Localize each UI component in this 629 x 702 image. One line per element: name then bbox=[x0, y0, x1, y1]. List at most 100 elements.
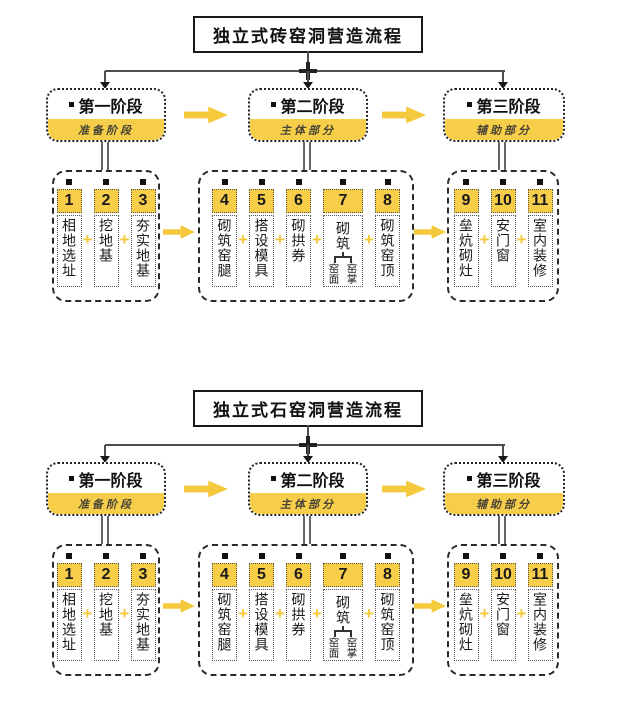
step-label-text: 砌筑窑腿 bbox=[216, 592, 233, 652]
step-number: 8 bbox=[375, 563, 400, 587]
step-label: 砌筑窑腿 bbox=[212, 215, 237, 287]
stage-sublabel: 主体部分 bbox=[250, 493, 366, 514]
stage-label: 第二阶段 bbox=[250, 464, 366, 493]
step-label: 相地选址 bbox=[56, 215, 82, 287]
step-label-text: 搭设模具 bbox=[253, 592, 270, 652]
plus-connector-icon: + bbox=[275, 604, 285, 623]
step-label-text: 垒炕砌灶 bbox=[458, 218, 474, 278]
step-label-text: 室内装修 bbox=[532, 218, 548, 278]
double-line-connector bbox=[101, 142, 109, 170]
step-label: 垒炕砌灶 bbox=[453, 215, 479, 287]
diagram-title: 独立式砖窑洞营造流程 bbox=[193, 16, 423, 53]
step-label: 夯实地基 bbox=[130, 215, 156, 287]
step-label-text: 垒炕砌灶 bbox=[458, 592, 474, 652]
step-number: 2 bbox=[93, 563, 119, 587]
plus-connector-icon: + bbox=[312, 604, 322, 623]
step-2: 2 挖地基 bbox=[93, 179, 119, 287]
title-connector-stem bbox=[307, 425, 309, 445]
bullet-square-icon bbox=[140, 179, 146, 185]
step-label: 相地选址 bbox=[56, 589, 82, 661]
stage-box-1: 第一阶段 准备阶段 bbox=[46, 462, 166, 516]
double-line-connector bbox=[303, 142, 311, 170]
step-label-text: 相地选址 bbox=[61, 592, 77, 652]
stage-label: 第三阶段 bbox=[445, 464, 563, 493]
step-label-text: 挖地基 bbox=[98, 218, 114, 263]
step-label-text: 相地选址 bbox=[61, 218, 77, 278]
step-label-text: 砌筑窑腿 bbox=[216, 218, 233, 278]
plus-connector-icon: + bbox=[238, 230, 248, 249]
step-label: 夯实地基 bbox=[130, 589, 156, 661]
fork-bracket-icon bbox=[332, 251, 354, 263]
stage-box-3: 第三阶段 辅助部分 bbox=[443, 462, 565, 516]
step-label: 垒炕砌灶 bbox=[453, 589, 479, 661]
stage-sublabel: 辅助部分 bbox=[445, 119, 563, 140]
step-label-text: 安门窗 bbox=[495, 592, 511, 637]
bullet-square-icon bbox=[271, 102, 277, 107]
bullet-square-icon bbox=[103, 553, 109, 559]
branch-drop-arrow-icon bbox=[303, 445, 313, 463]
bullet-square-icon bbox=[221, 179, 228, 185]
double-line-connector bbox=[498, 516, 506, 544]
bullet-square-icon bbox=[467, 102, 473, 107]
stage-label-text: 第一阶段 bbox=[78, 98, 143, 116]
step-label-text: 砌拱券 bbox=[290, 592, 307, 637]
plus-connector-icon: + bbox=[312, 230, 322, 249]
step-number: 5 bbox=[249, 563, 274, 587]
bullet-square-icon bbox=[295, 179, 302, 185]
bullet-square-icon bbox=[295, 553, 302, 559]
step-label-text: 砌拱券 bbox=[290, 218, 307, 263]
bullet-square-icon bbox=[463, 179, 469, 185]
step-label-text: 安门窗 bbox=[495, 218, 511, 263]
flow-arrow-icon bbox=[163, 225, 195, 239]
branch-label: 窑掌 bbox=[345, 636, 358, 658]
bullet-square-icon bbox=[500, 553, 506, 559]
step-number: 9 bbox=[453, 563, 479, 587]
step-label: 安门窗 bbox=[490, 589, 516, 661]
step-number: 9 bbox=[453, 189, 479, 213]
plus-connector-icon: + bbox=[82, 604, 93, 623]
plus-connector-icon: + bbox=[119, 230, 130, 249]
step-9: 9 垒炕砌灶 bbox=[453, 553, 479, 661]
plus-connector-icon: + bbox=[275, 230, 285, 249]
bullet-square-icon bbox=[537, 553, 543, 559]
step-label: 砌筑窑顶 bbox=[375, 215, 400, 287]
step-number: 4 bbox=[212, 563, 237, 587]
step-label: 搭设模具 bbox=[249, 589, 274, 661]
diagram-stone-flow: 独立式石窑洞营造流程 第一阶段 准备阶段 第二阶段 主体部分 第三阶段 bbox=[0, 374, 629, 702]
step-number: 4 bbox=[212, 189, 237, 213]
bullet-square-icon bbox=[340, 179, 346, 185]
bullet-square-icon bbox=[66, 179, 72, 185]
bullet-square-icon bbox=[537, 179, 543, 185]
step-number: 10 bbox=[490, 189, 516, 213]
stage-label-text: 第一阶段 bbox=[78, 472, 143, 490]
flow-arrow-icon bbox=[184, 106, 228, 124]
bullet-square-icon bbox=[103, 179, 109, 185]
branch-labels: 窑面窑掌 bbox=[327, 637, 360, 658]
step-label-text: 夯实地基 bbox=[135, 218, 151, 278]
title-connector-stem bbox=[307, 51, 309, 71]
step-number: 2 bbox=[93, 189, 119, 213]
step-label: 砌筑窑面窑掌 bbox=[323, 215, 363, 287]
flow-arrow-icon bbox=[382, 480, 426, 498]
bullet-square-icon bbox=[69, 102, 75, 107]
stage-label-text: 第三阶段 bbox=[476, 98, 541, 116]
step-label: 安门窗 bbox=[490, 215, 516, 287]
bullet-square-icon bbox=[221, 553, 228, 559]
step-number: 6 bbox=[286, 563, 311, 587]
step-number: 3 bbox=[130, 563, 156, 587]
branch-drop-arrow-icon bbox=[100, 445, 110, 463]
diagram-title: 独立式石窑洞营造流程 bbox=[193, 390, 423, 427]
bullet-square-icon bbox=[463, 553, 469, 559]
step-label: 挖地基 bbox=[93, 215, 119, 287]
step-label: 挖地基 bbox=[93, 589, 119, 661]
